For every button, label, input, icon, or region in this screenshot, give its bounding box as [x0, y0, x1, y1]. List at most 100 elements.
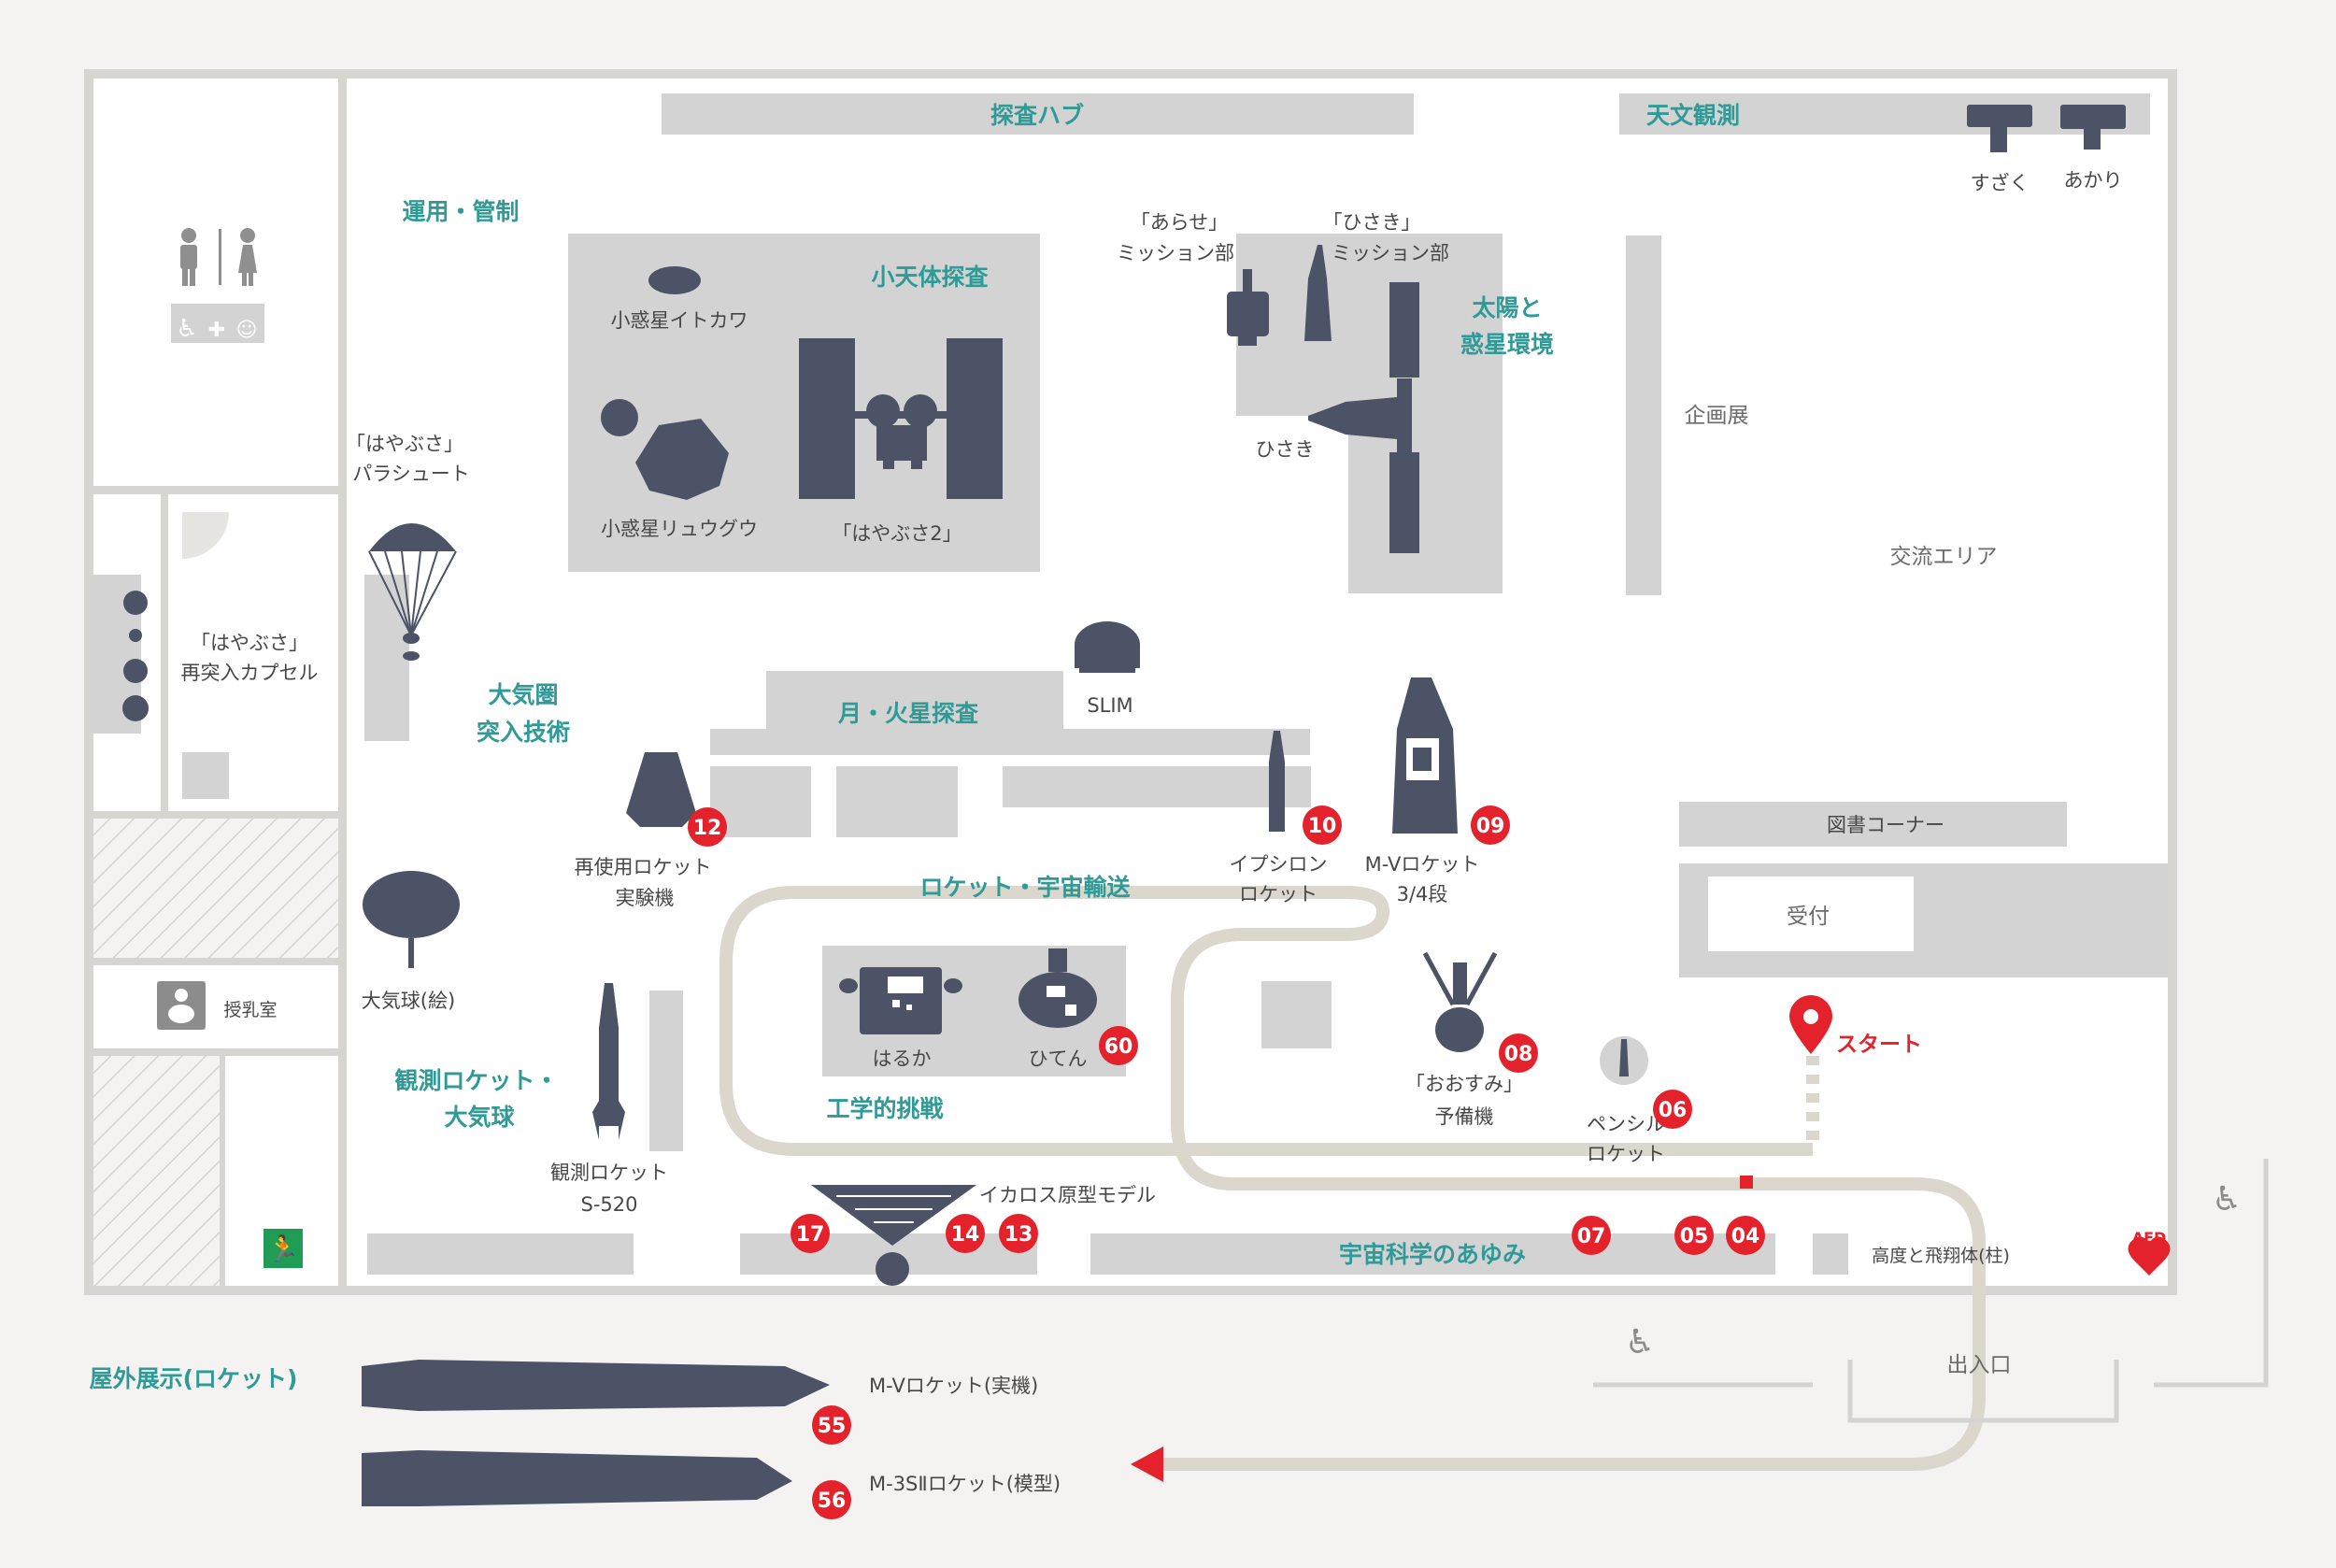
reusable-rocket-icon: [626, 752, 696, 827]
s520-rocket-icon: [592, 983, 625, 1140]
building-walls: [84, 69, 2177, 1295]
label-deiriguchi: 出入口: [1947, 1353, 2012, 1377]
label-hayabusa2: 「はやぶさ2」: [832, 522, 961, 545]
entrance-outline: [1593, 1159, 2269, 1423]
badge-09: 09: [1471, 805, 1510, 845]
svg-text:17: 17: [796, 1223, 825, 1247]
svg-text:10: 10: [1308, 815, 1337, 838]
badge-14: 14: [946, 1214, 985, 1253]
label-ohsumi-2: 予備機: [1435, 1105, 1494, 1128]
svg-text:09: 09: [1476, 815, 1505, 838]
restroom-icon: [180, 228, 257, 286]
label-capsule-2: 再突入カプセル: [181, 662, 319, 684]
ohsumi-satellite-icon: [1422, 951, 1498, 1052]
balloon-icon: [363, 871, 460, 968]
badge-60: 60: [1099, 1026, 1138, 1065]
ryugu-asteroid-icon: [635, 419, 729, 500]
epsilon-rocket-icon: [1269, 731, 1285, 832]
itokawa-asteroid-icon: [648, 266, 701, 294]
label-hisaki-m1: 「ひさき」: [1323, 211, 1421, 234]
hisaki-mission-icon: [1304, 245, 1332, 341]
section-kougaku: 工学的挑戦: [826, 1095, 943, 1122]
section-okugai: 屋外展示(ロケット): [90, 1365, 298, 1392]
hisaki-satellite-icon: [1308, 282, 1419, 553]
label-mv-jikki: M-Vロケット(実機): [869, 1375, 1038, 1397]
badge-13: 13: [999, 1214, 1038, 1253]
badge-12: 12: [688, 807, 727, 847]
label-epsilon-1: イプシロン: [1230, 853, 1328, 876]
badge-17: 17: [791, 1214, 830, 1253]
label-balloon: 大気球(絵): [362, 990, 455, 1012]
svg-text:07: 07: [1577, 1225, 1606, 1248]
section-tenmon: 天文観測: [1646, 102, 1740, 129]
label-koryu: 交流エリア: [1890, 545, 1998, 569]
label-toshokan: 図書コーナー: [1827, 814, 1944, 836]
section-rocket-yusou: ロケット・宇宙輸送: [919, 874, 1130, 901]
label-s520-2: S-520: [581, 1193, 638, 1216]
svg-text:14: 14: [951, 1223, 980, 1247]
baby-care-icon: [157, 981, 206, 1030]
label-epsilon-2: ロケット: [1239, 883, 1318, 905]
exhibit-number-badges: 12 10 09 08 06 60 17 14 13 07 05 04 55 5…: [688, 805, 1765, 1519]
section-kansoku-1: 観測ロケット・: [394, 1067, 558, 1094]
svg-text:♿: ♿: [176, 315, 197, 343]
label-slim: SLIM: [1087, 694, 1132, 717]
label-s520-1: 観測ロケット: [550, 1162, 668, 1184]
svg-text:04: 04: [1731, 1225, 1760, 1248]
akari-satellite-icon: [2060, 105, 2126, 150]
label-pencil-1: ペンシル: [1587, 1113, 1665, 1135]
svg-text:✚: ✚: [208, 319, 225, 342]
label-akari: あかり: [2064, 169, 2123, 192]
mv-rocket-stage-icon: [1392, 677, 1458, 834]
label-nursing: 授乳室: [223, 1000, 277, 1020]
label-kikaku: 企画展: [1685, 404, 1749, 428]
hiten-satellite-icon: [1018, 948, 1097, 1028]
label-hisaki-m2: ミッション部: [1332, 242, 1449, 264]
section-taikiken-2: 突入技術: [477, 719, 570, 746]
svg-text:60: 60: [1104, 1035, 1133, 1059]
svg-text:55: 55: [818, 1415, 847, 1438]
label-arase-2: ミッション部: [1117, 242, 1234, 264]
section-unyou: 運用・管制: [402, 198, 519, 225]
section-tsuki-kasei: 月・火星探査: [837, 700, 978, 727]
exhibit-icons: ♿ ✚ ☺: [122, 105, 2242, 1506]
section-labels: 探査ハブ 天文観測 運用・管制 小天体探査 太陽と 惑星環境 大気圏 突入技術 …: [90, 102, 1740, 1392]
hayabusa2-icon: [799, 338, 1003, 499]
section-taiyou-1: 太陽と: [1472, 294, 1542, 321]
label-pencil-2: ロケット: [1587, 1143, 1665, 1165]
label-haruka: はるか: [873, 1048, 932, 1070]
badge-10: 10: [1303, 805, 1342, 845]
label-capsule-1: 「はやぶさ」: [191, 632, 308, 654]
label-arase-1: 「あらせ」: [1131, 211, 1229, 234]
svg-text:☺: ☺: [236, 319, 258, 342]
label-suzaku: すざく: [1971, 172, 2030, 194]
svg-text:05: 05: [1680, 1225, 1709, 1248]
badge-55: 55: [812, 1405, 851, 1445]
section-tansa-hub: 探査ハブ: [990, 102, 1084, 129]
m3s2-rocket-icon: [362, 1450, 792, 1506]
emergency-exit-icon: 🏃: [264, 1229, 303, 1268]
label-hiten: ひてん: [1029, 1048, 1088, 1070]
badge-56: 56: [812, 1480, 851, 1519]
accessible-icon: ♿ ✚ ☺: [176, 315, 257, 343]
label-parachute-2: パラシュート: [352, 463, 470, 485]
label-start: スタート: [1836, 1033, 1922, 1057]
arase-mission-icon: [1227, 269, 1269, 346]
label-mv34-1: M-Vロケット: [1365, 853, 1480, 876]
accessible-entrance-icon: ♿: [2212, 1180, 2242, 1219]
label-koudo: 高度と飛翔体(柱): [1872, 1246, 2010, 1266]
svg-text:08: 08: [1504, 1043, 1533, 1066]
slim-lander-icon: [1075, 621, 1140, 673]
label-m3s2: M-3SⅡロケット(模型): [869, 1473, 1061, 1495]
svg-text:12: 12: [693, 817, 722, 840]
label-parachute-1: 「はやぶさ」: [346, 433, 463, 455]
section-taiyou-2: 惑星環境: [1460, 331, 1554, 358]
label-ikaros: イカロス原型モデル: [979, 1184, 1156, 1206]
label-reusable-2: 実験機: [616, 887, 675, 909]
haruka-satellite-icon: [839, 967, 962, 1034]
svg-text:🏃: 🏃: [267, 1233, 300, 1264]
badge-06: 06: [1653, 1090, 1692, 1129]
pencil-rocket-icon: [1600, 1036, 1648, 1085]
label-uketsuke: 受付: [1787, 905, 1830, 929]
